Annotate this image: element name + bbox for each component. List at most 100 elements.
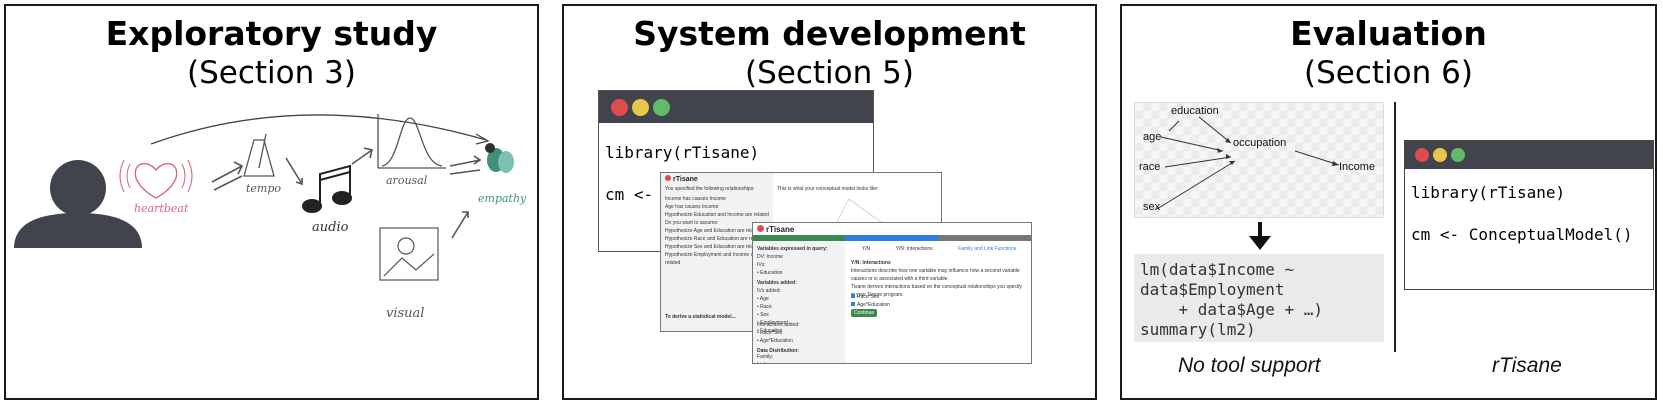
overall-arc — [150, 114, 487, 145]
sketch-label-heartbeat: heartbeat — [134, 202, 189, 215]
window-title-bar — [1405, 141, 1653, 169]
tempo-sketch — [243, 133, 275, 177]
rtisane-logo-icon — [757, 225, 764, 232]
interaction-checkbox[interactable]: Race*Sex — [851, 293, 890, 301]
list-item: • Age — [757, 296, 769, 302]
app-header: rTisane — [665, 175, 698, 183]
minimize-dot-icon — [632, 99, 649, 116]
checkbox-icon[interactable] — [851, 302, 855, 306]
graph-node-income: Income — [1339, 161, 1376, 173]
list-item: • Race — [757, 304, 772, 310]
panel-evaluation: Evaluation (Section 6) education age rac… — [1120, 4, 1657, 400]
list-item: Interactions added: — [757, 322, 800, 328]
list-item: • Age*Education — [757, 338, 793, 344]
panel-title: System development — [633, 14, 1026, 53]
panel-subtitle: (Section 6) — [1304, 55, 1473, 91]
added-list: IVs added: • Age • Race • Sex • Employment • … — [757, 287, 788, 335]
tab-bar: Y/N Y/N: Interactions Family and Link Fu… — [849, 245, 1029, 253]
sketch-label-visual: visual — [386, 306, 425, 321]
panel-system-development: System development (Section 5) library(r… — [562, 4, 1097, 400]
panel-exploratory-study: Exploratory study (Section 3) — [4, 4, 539, 400]
code-line: cm <- — [605, 185, 654, 204]
rtisane-screenshot-interactions: rTisane Y/N Y/N: Interactions Family and… — [752, 222, 1032, 364]
sketch-label-audio: audio — [312, 220, 349, 235]
relationship-row: Hypothesize Age and Education are relate… — [665, 228, 762, 234]
checkbox-label: Age*Education — [857, 302, 891, 308]
list-item: • Race*Sex — [757, 330, 783, 336]
relationship-row: Do you want to assume: — [665, 220, 719, 226]
list-item: IVs added: — [757, 288, 781, 294]
audio-sketch — [302, 164, 352, 213]
arousal-sketch — [377, 114, 446, 169]
continue-button[interactable]: Continue — [851, 309, 878, 317]
graph-edges — [1156, 116, 1340, 210]
code-line: library(rTisane) — [605, 143, 760, 162]
vertical-divider — [1394, 102, 1396, 352]
graph-node-race: race — [1139, 161, 1161, 173]
minimize-dot-icon — [1433, 148, 1447, 162]
relationship-row: Hypothesize Education and Income are rel… — [665, 212, 769, 218]
conceptual-graph: education age race sex occupation Income — [1134, 102, 1384, 218]
distribution-list: Family:Link: — [757, 353, 774, 363]
window-title-bar — [599, 91, 873, 123]
maximize-dot-icon — [653, 99, 670, 116]
app-header: rTisane — [757, 225, 794, 234]
person-icon — [14, 160, 142, 248]
close-dot-icon — [1415, 148, 1429, 162]
empathy-sketch — [485, 143, 514, 173]
relationship-row: Hypothesize Race and Education are relat… — [665, 236, 765, 242]
right-text: Interactions describe how one variable m… — [851, 268, 1020, 282]
list-item: • Education — [757, 270, 783, 276]
code-line: library(rTisane) — [1411, 183, 1566, 202]
interactions-list: Interactions added: • Race*Sex • Age*Educa… — [757, 321, 800, 345]
list-item: • Education — [757, 328, 783, 334]
panel-title: Exploratory study — [105, 14, 438, 53]
list-item: Link: — [757, 361, 773, 363]
sketch-label-tempo: tempo — [246, 182, 282, 195]
list-item: DV: Income — [757, 254, 783, 260]
panel-subtitle: (Section 5) — [745, 55, 914, 91]
checkbox-label: Race*Sex — [857, 294, 880, 300]
relationship-row: Hypothesize Sex and Education are relate… — [665, 244, 762, 250]
graph-node-education: education — [1171, 105, 1219, 117]
right-text: Tisane derives interactions based on the… — [851, 284, 1023, 298]
left-heading: Data Distribution: — [757, 348, 799, 354]
rtisane-code-window: library(rTisane) cm <- ConceptualModel() — [1404, 140, 1654, 290]
relationship-row: Income has causes Income — [665, 196, 726, 202]
code-line: cm <- ConceptualModel() — [1411, 225, 1633, 244]
heartbeat-sketch — [119, 159, 193, 199]
maximize-dot-icon — [1451, 148, 1465, 162]
rtisane-logo-icon — [665, 175, 671, 181]
relationship-row: Hypothesize Employment and Income are re… — [665, 252, 758, 266]
list-item: • Employment — [757, 320, 788, 326]
interaction-checkbox[interactable]: Age*Education — [851, 301, 890, 309]
left-heading: Variables expressed in query: — [757, 246, 828, 252]
panel-title: Evaluation — [1290, 14, 1487, 53]
close-dot-icon — [611, 99, 628, 116]
shot-right-heading: This is what your conceptual model looks… — [777, 186, 879, 192]
tab-yn[interactable]: Y/N — [861, 246, 871, 252]
exploratory-sketch — [14, 114, 514, 281]
progress-bar — [753, 235, 1031, 241]
left-heading: Variables added: — [757, 280, 797, 286]
list-item: IVs: — [757, 262, 766, 268]
graph-node-occupation: occupation — [1233, 137, 1287, 149]
tab-family-link[interactable]: Family and Link Functions — [958, 246, 1017, 252]
caption-no-tool-support: No tool support — [1178, 354, 1321, 377]
down-arrow-icon — [1249, 222, 1271, 250]
checkbox-icon[interactable] — [851, 294, 855, 298]
graph-node-sex: sex — [1143, 201, 1161, 213]
graph-node-age: age — [1143, 131, 1162, 143]
code-no-tool-support: lm(data$Income ~ data$Employment + data$… — [1134, 254, 1384, 342]
caption-rtisane: rTisane — [1492, 354, 1562, 377]
sketch-label-empathy: empathy — [478, 192, 527, 205]
visual-sketch — [379, 227, 439, 281]
panel-subtitle: (Section 3) — [187, 55, 356, 91]
sketch-label-arousal: arousal — [386, 174, 428, 187]
list-item: • Sex — [757, 312, 769, 318]
tab-yn-interactions[interactable]: Y/N: Interactions — [895, 246, 933, 252]
list-item: Family: — [757, 354, 774, 360]
